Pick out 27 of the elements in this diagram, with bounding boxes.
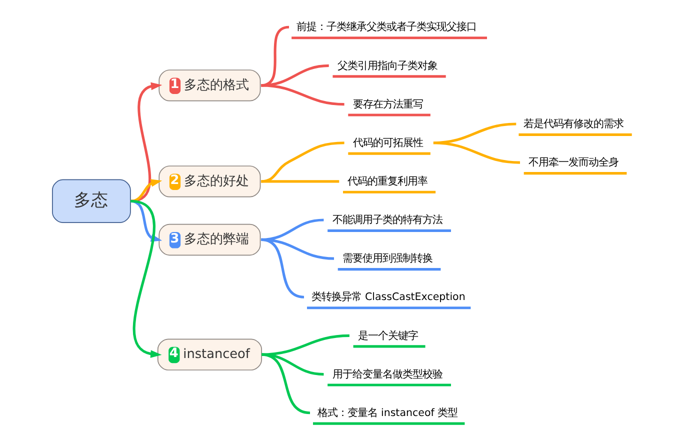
node-text: 不能调用子类的特有方法 <box>332 214 442 226</box>
node-box: 4 instanceof <box>156 338 262 370</box>
connector <box>260 180 339 183</box>
connector <box>260 84 344 106</box>
node-box: 1 多态的格式 <box>158 70 260 102</box>
node-text: 父类引用指向子类对象 <box>336 60 437 72</box>
node-text: 不用牵一发而动全身 <box>528 156 618 169</box>
node-box: 多态 <box>52 179 130 223</box>
node-text: 代码的重复利用率 <box>347 176 428 188</box>
node-box: 3 多态的弊端 <box>158 224 260 256</box>
node-text: 若是代码有修改的需求 <box>522 118 623 130</box>
connector <box>260 142 344 183</box>
node-text: 类转换异常 ClassCastException <box>311 291 465 304</box>
connector <box>260 353 310 414</box>
node-text: 需要使用到强制转换 <box>342 252 432 265</box>
node-box: 2 多态的好处 <box>158 166 260 198</box>
connector <box>261 334 349 356</box>
node-text: 格式：变量名 instanceof 类型 <box>317 406 458 419</box>
arrow <box>130 179 162 202</box>
connector <box>432 142 520 164</box>
connector <box>260 238 304 298</box>
node-text: 要存在方法重写 <box>352 98 422 110</box>
node-text: 前提：子类继承父类或者子类实现父接口 <box>296 21 476 34</box>
node-text: 是一个关键字 <box>358 330 418 342</box>
node-text: 用于给变量名做类型校验 <box>332 368 442 380</box>
arrow <box>130 82 162 202</box>
node-text: 代码的可拓展性 <box>352 136 422 149</box>
